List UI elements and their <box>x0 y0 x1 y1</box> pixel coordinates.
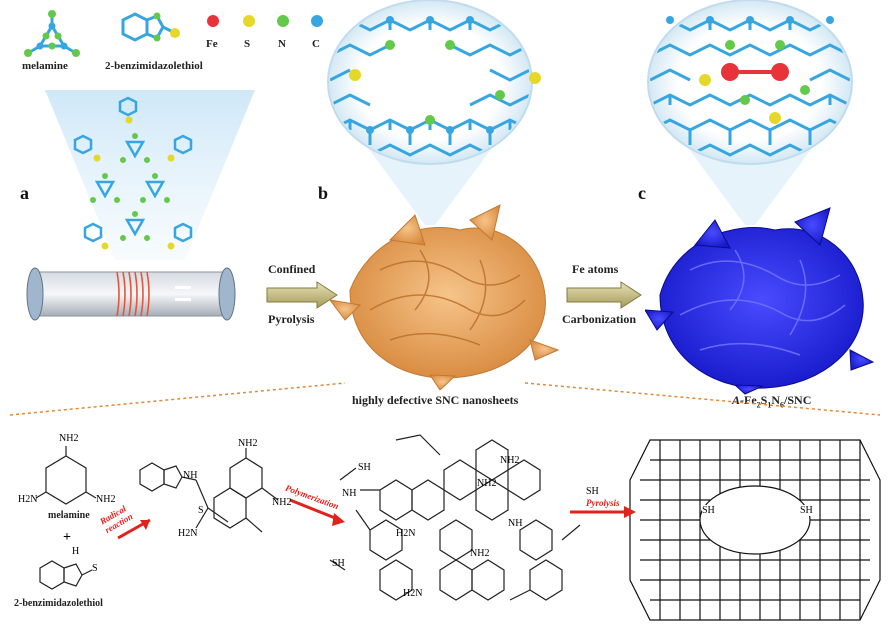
polymer-sh-bottom: SH <box>332 558 345 569</box>
pyrolysis-label: Pyrolysis <box>586 498 620 508</box>
melamine-nh2-top: NH2 <box>59 433 79 444</box>
arrow2-bottom-label: Carbonization <box>562 312 637 326</box>
caption-sub-2: 2 <box>756 400 761 410</box>
benzimidazolethiol-molecule-icon <box>121 12 180 42</box>
caption-s: S <box>760 393 768 407</box>
graphene-sh-left: SH <box>702 505 715 516</box>
arrow1-bottom-label: Pyrolysis <box>268 312 315 326</box>
reaction-scheme <box>35 434 881 621</box>
c-label: C <box>312 38 320 50</box>
confined-pyrolysis-arrow-icon <box>266 281 338 309</box>
caption-n: N <box>771 393 781 407</box>
scheme-plus: + <box>63 530 71 545</box>
atom-legend: Fe S N C <box>198 14 348 54</box>
s-dot-icon <box>242 14 256 33</box>
precursor-tube-illustration <box>26 90 255 321</box>
intermediate-h2n-label: H2N <box>178 528 198 539</box>
melamine-nh2-right: NH2 <box>96 494 116 505</box>
polymer-sh-right: SH <box>586 486 599 497</box>
panel-c-letter: c <box>638 183 646 203</box>
intermediate-nh2-top: NH2 <box>238 438 258 449</box>
polymer-nh2-center: NH2 <box>477 478 497 489</box>
polymer-sh-top: SH <box>358 462 371 473</box>
panel-a-letter: a <box>20 183 29 203</box>
n-label: N <box>278 38 286 50</box>
intermediate-s-label: S <box>198 505 204 516</box>
fe2s1n6-snc-illustration <box>645 207 875 395</box>
scheme-melamine-label: melamine <box>48 510 90 521</box>
melamine-molecule-icon <box>24 10 80 57</box>
fe-dot-icon <box>206 14 220 33</box>
intermediate-nh2-right: NH2 <box>272 497 292 508</box>
legend-benzimidazolethiol-label: 2-benzimidazolethiol <box>105 60 203 72</box>
snc-nanosheets-illustration <box>330 204 560 390</box>
melamine-h2n-left: H2N <box>18 494 38 505</box>
polymer-nh2-bottom: NH2 <box>470 548 490 559</box>
panel-b-letter: b <box>318 183 329 203</box>
graphene-sh-right: SH <box>800 505 813 516</box>
c-dot-icon <box>310 14 324 33</box>
caption-snc: /SNC <box>784 393 812 407</box>
caption-sub-1: 1 <box>767 400 772 410</box>
btz-h-label: H <box>72 546 80 557</box>
panel-b-caption: highly defective SNC nanosheets <box>352 393 519 407</box>
polymer-nh2-top: NH2 <box>500 455 520 466</box>
legend-melamine-label: melamine <box>22 60 68 72</box>
n-dot-icon <box>276 14 290 33</box>
fe-atoms-carbonization-arrow-icon <box>566 281 642 309</box>
caption-a-prefix: A <box>732 393 741 407</box>
polymer-nh-left: NH <box>342 488 357 499</box>
polymer-h2n-bottom: H2N <box>403 588 423 599</box>
btz-s-label: S <box>92 563 98 574</box>
arrow2-top-label: Fe atoms <box>572 262 619 276</box>
intermediate-nh-label: NH <box>183 470 198 481</box>
caption-sub-6: 6 <box>780 400 785 410</box>
defective-lattice-magnifier <box>327 0 541 225</box>
polymer-h2n-mid: H2N <box>396 528 416 539</box>
zoom-divider-lines <box>9 382 881 416</box>
polymer-nh-right: NH <box>508 518 523 529</box>
fe-label: Fe <box>206 38 218 50</box>
scheme-benzimidazolethiol-label: 2-benzimidazolethiol <box>14 598 103 609</box>
s-label: S <box>244 38 251 50</box>
arrow1-top-label: Confined <box>268 262 316 276</box>
fe-site-lattice-magnifier <box>647 0 853 225</box>
